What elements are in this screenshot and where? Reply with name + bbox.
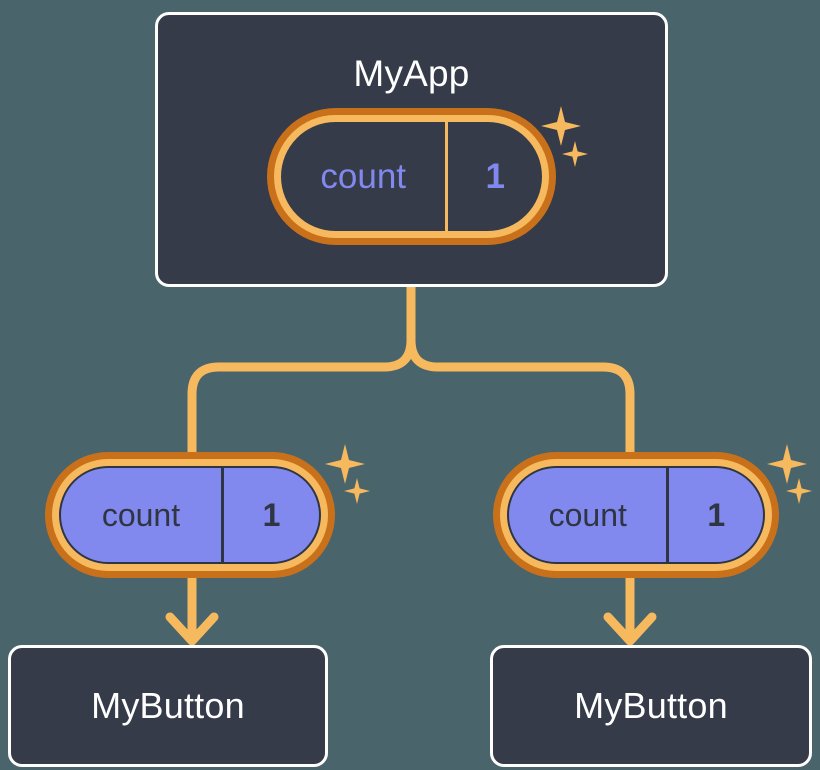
state-pill-body: count 1 xyxy=(281,122,542,231)
state-pill-ring: count 1 xyxy=(500,459,772,571)
state-value-label: 1 xyxy=(485,156,505,196)
arrow-head-right xyxy=(603,612,657,646)
sparkle-icon xyxy=(786,478,812,504)
sparkle-icon xyxy=(767,444,807,484)
wire-trunk-to-right xyxy=(406,282,635,457)
state-pill-body: count 1 xyxy=(507,466,765,564)
sparkle-icon xyxy=(344,478,370,504)
state-pill-body: count 1 xyxy=(59,466,321,564)
node-card-mybutton-right[interactable]: MyButton xyxy=(490,645,812,767)
node-title-mybutton: MyButton xyxy=(91,685,245,726)
state-key-label: count xyxy=(281,122,449,231)
state-pill-right[interactable]: count 1 xyxy=(493,452,779,578)
state-key-label: count xyxy=(61,468,224,562)
node-card-mybutton-left[interactable]: MyButton xyxy=(8,645,328,767)
state-pill-ring: count 1 xyxy=(52,459,328,571)
state-pill-myapp[interactable]: count 1 xyxy=(267,108,556,245)
state-value-label: 1 xyxy=(707,496,726,533)
sparkle-icon xyxy=(325,444,365,484)
state-pill-left[interactable]: count 1 xyxy=(45,452,335,578)
arrow-head-left xyxy=(165,612,219,646)
state-value-label: 1 xyxy=(262,496,281,533)
state-key-label: count xyxy=(509,468,670,562)
wire-trunk-to-left xyxy=(187,282,416,457)
node-title-mybutton: MyButton xyxy=(574,685,728,726)
node-title-myapp: MyApp xyxy=(353,53,470,94)
state-pill-ring: count 1 xyxy=(274,115,549,238)
